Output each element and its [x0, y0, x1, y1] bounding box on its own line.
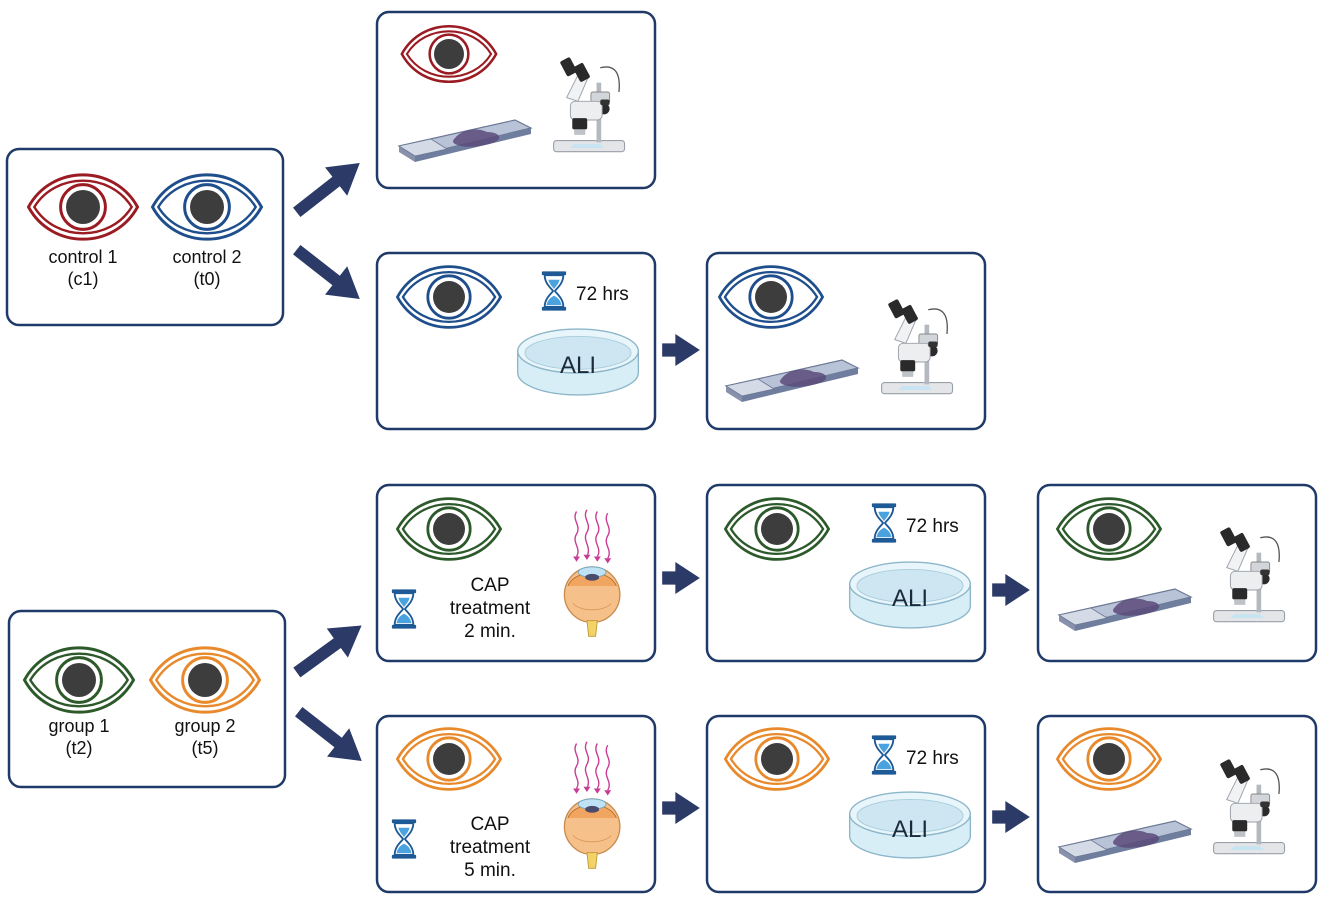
pupil	[755, 281, 787, 313]
group2-code: (t5)	[191, 738, 219, 758]
pupil	[761, 743, 793, 775]
pupil	[434, 39, 464, 69]
cap-treatment-2min: CAP treatment 2 min.	[425, 574, 555, 643]
pupil	[66, 190, 100, 224]
cap-treatment-5min: CAP treatment 5 min.	[425, 813, 555, 882]
arrow-icon	[992, 801, 1030, 833]
treatment-label: treatment	[449, 837, 531, 858]
group1-name: group 1	[48, 716, 110, 736]
group1-code: (t2)	[65, 738, 93, 758]
pupil	[433, 743, 465, 775]
pupil	[190, 190, 224, 224]
group2-label: group 2 (t5)	[150, 715, 260, 759]
control1-code: (c1)	[67, 269, 99, 289]
pupil	[1093, 743, 1125, 775]
arrow-icon	[287, 697, 373, 776]
incubation-duration: 72 hrs	[576, 284, 629, 305]
treatment-duration: 5 min.	[464, 860, 516, 881]
pupil	[62, 663, 96, 697]
treatment-duration: 2 min.	[464, 621, 516, 642]
arrow-icon	[285, 235, 371, 314]
ali-medium-label: ALI	[559, 352, 597, 379]
arrow-icon	[992, 574, 1030, 606]
pupil	[761, 513, 793, 545]
arrow-icon	[285, 148, 371, 227]
incubation-duration: 72 hrs	[906, 748, 959, 769]
control-start-box	[5, 147, 285, 327]
ali-medium-label: ALI	[891, 816, 929, 843]
group1-label: group 1 (t2)	[24, 715, 134, 759]
incubation-duration: 72 hrs	[906, 516, 959, 537]
control2-code: (t0)	[193, 269, 221, 289]
arrow-icon	[662, 792, 700, 824]
control2-name: control 2	[172, 247, 242, 267]
treatment-label: treatment	[449, 598, 531, 619]
control1-name: control 1	[48, 247, 118, 267]
cap-label: CAP	[470, 575, 510, 596]
control2-label: control 2 (t0)	[152, 246, 262, 290]
arrow-icon	[662, 334, 700, 366]
arrow-icon	[662, 562, 700, 594]
control1-label: control 1 (c1)	[28, 246, 138, 290]
pupil	[188, 663, 222, 697]
pupil	[1093, 513, 1125, 545]
ali-medium-label: ALI	[891, 585, 929, 612]
arrow-icon	[286, 610, 373, 688]
control1-histology-box	[375, 10, 657, 190]
cap-label: CAP	[470, 814, 510, 835]
pupil	[433, 281, 465, 313]
pupil	[433, 513, 465, 545]
group2-name: group 2	[174, 716, 236, 736]
